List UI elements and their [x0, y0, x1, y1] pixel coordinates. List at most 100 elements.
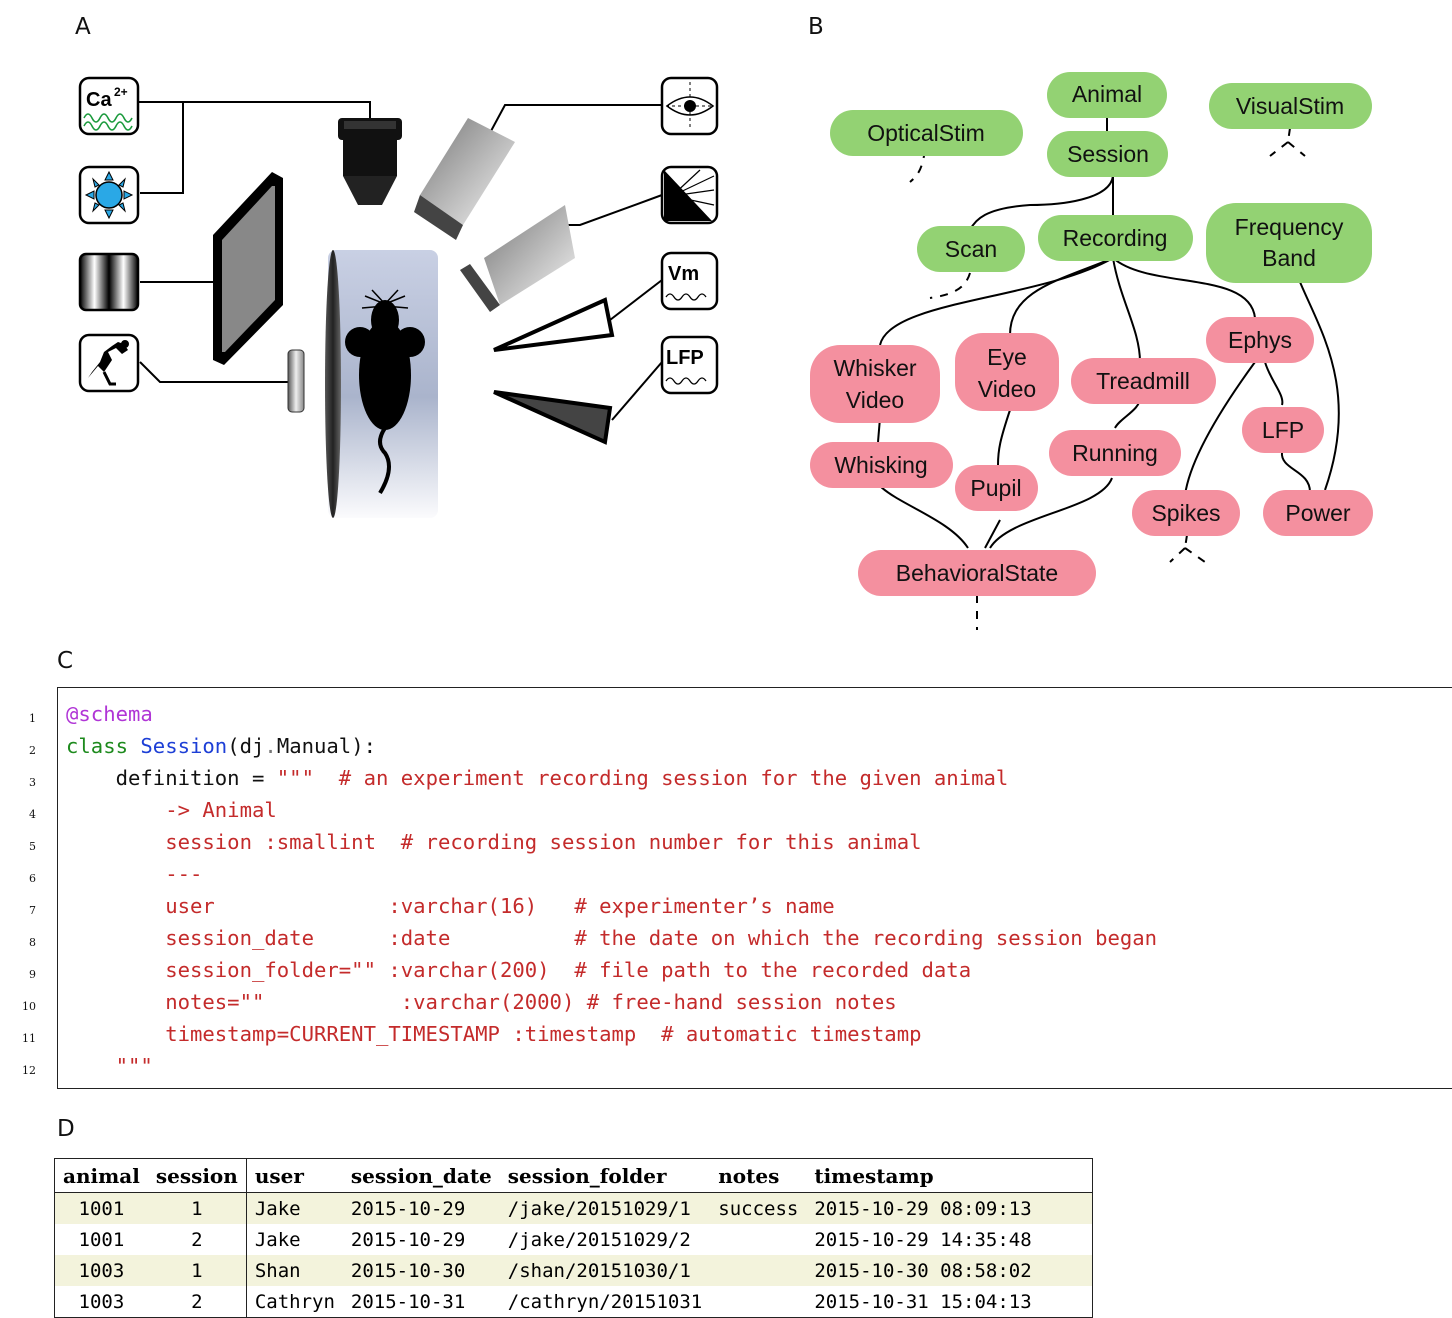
node-lfp: LFP	[1242, 407, 1324, 453]
table-cell: 2015-10-29	[350, 1228, 466, 1251]
table-row: 1001 1 Jake 2015-10-29 /jake/20151029/1 …	[53, 1192, 1094, 1224]
svg-text:Video: Video	[846, 387, 904, 413]
stimulus-monitor	[213, 172, 283, 365]
node-whisking: Whisking	[810, 442, 953, 488]
svg-text:Pupil: Pupil	[970, 475, 1021, 501]
table-cell: 1	[147, 1255, 247, 1286]
line-number: 6	[29, 872, 36, 885]
table-cell: Cathryn	[245, 1286, 343, 1318]
svg-text:Running: Running	[1072, 440, 1158, 466]
line-number: 9	[29, 968, 36, 981]
whisker-camera	[460, 205, 575, 312]
column-header: animal	[53, 1158, 148, 1193]
table-cell: 2	[191, 1228, 203, 1251]
diagram-edges	[877, 115, 1340, 549]
node-behavioral-state: BehavioralState	[858, 550, 1096, 596]
code-line: 7 user :varchar(16) # experimenter’s nam…	[0, 890, 1452, 922]
code-line: 12 """	[0, 1050, 1452, 1082]
node-pupil: Pupil	[955, 465, 1038, 511]
table-cell	[710, 1286, 807, 1318]
table-cell	[710, 1255, 807, 1286]
svg-text:Whisker: Whisker	[833, 355, 916, 381]
calcium-icon-sup: 2+	[114, 85, 128, 99]
lfp-recording-icon: LFP	[660, 335, 719, 395]
table-cell: 2015-10-29 08:09:13	[806, 1192, 1094, 1224]
line-number: 5	[29, 840, 36, 853]
node-animal: Animal	[1047, 72, 1167, 118]
table-cell: 1003	[53, 1286, 148, 1318]
svg-text:OpticalStim: OpticalStim	[867, 120, 985, 146]
panel-label-b: B	[808, 14, 824, 40]
svg-text:Scan: Scan	[945, 236, 997, 262]
svg-text:Recording: Recording	[1063, 225, 1168, 251]
table-cell: /jake/20151029/1	[499, 1192, 711, 1224]
table-header-row: animal session user session_date session…	[53, 1158, 1094, 1193]
base-class-b: Manual):	[276, 734, 377, 758]
line-number: 11	[22, 1032, 36, 1045]
table-cell: 2015-10-30 08:58:02	[806, 1255, 1094, 1286]
code-text: session_date :date # the date on which t…	[66, 926, 1158, 950]
table-row: 1001 2 Jake 2015-10-29 /jake/20151029/2 …	[53, 1224, 1094, 1255]
code-text: session_folder="" :varchar(200) # file p…	[66, 958, 972, 982]
svg-text:Ephys: Ephys	[1228, 327, 1292, 353]
definition-string-start: """ # an experiment recording session fo…	[276, 766, 1009, 790]
node-spikes: Spikes	[1132, 490, 1240, 536]
table-row: 1003 1 Shan 2015-10-30 /shan/20151030/1 …	[53, 1255, 1094, 1286]
code-line: 8 session_date :date # the date on which…	[0, 922, 1452, 954]
mouse-silhouette	[345, 289, 425, 495]
panel-a-setup-illustration: Ca 2+	[78, 76, 719, 518]
code-line: 3 definition = """ # an experiment recor…	[0, 762, 1452, 794]
eye-tracking-icon	[660, 76, 719, 136]
table-cell: 2015-10-31	[342, 1286, 500, 1318]
code-line: 6 ---	[0, 858, 1452, 890]
column-header: user	[245, 1158, 343, 1193]
table-cell: 2015-10-29 14:35:48	[806, 1224, 1094, 1255]
svg-text:Frequency: Frequency	[1235, 214, 1344, 240]
svg-text:Power: Power	[1285, 500, 1351, 526]
table-cell: 2015-10-30	[342, 1255, 500, 1286]
patch-electrode	[493, 297, 615, 352]
base-class-a: (dj	[227, 734, 265, 758]
air-puff-device	[287, 349, 305, 413]
table-row: 1003 2 Cathryn 2015-10-31 /cathryn/20151…	[53, 1286, 1094, 1318]
svg-text:BehavioralState: BehavioralState	[896, 560, 1058, 586]
dot-operator: .	[264, 734, 277, 758]
node-ephys: Ephys	[1206, 317, 1314, 363]
code-listing: 1 @schema 2 class Session(dj.Manual): 3 …	[0, 698, 1452, 1088]
svg-text:VisualStim: VisualStim	[1236, 93, 1344, 119]
membrane-potential-icon: Vm	[660, 251, 719, 311]
column-header: notes	[710, 1158, 807, 1193]
table-cell: 2	[147, 1286, 247, 1318]
svg-text:Animal: Animal	[1072, 81, 1142, 107]
line-number: 8	[29, 936, 36, 949]
visual-grating-icon	[78, 252, 140, 312]
eye-camera	[414, 118, 515, 240]
node-visual-stim: VisualStim	[1209, 83, 1372, 129]
column-header: session	[147, 1158, 247, 1193]
table-cell: 1003	[53, 1255, 148, 1286]
table-cell: success	[710, 1192, 807, 1224]
node-frequency-band: Frequency Band	[1206, 203, 1372, 283]
panel-label-c: C	[57, 648, 74, 674]
line-number: 4	[29, 808, 36, 821]
line-number: 2	[29, 744, 36, 757]
svg-text:Treadmill: Treadmill	[1096, 368, 1190, 394]
column-header: session_folder	[499, 1158, 711, 1193]
node-running: Running	[1049, 430, 1181, 476]
lfp-icon-label: LFP	[666, 347, 704, 369]
node-recording: Recording	[1038, 215, 1193, 261]
table-cell: /cathryn/20151031	[499, 1286, 711, 1318]
calcium-icon-label: Ca	[86, 89, 112, 111]
code-text: timestamp=CURRENT_TIMESTAMP :timestamp #…	[66, 1022, 922, 1046]
panel-label-d: D	[57, 1116, 75, 1142]
diagram-dashed-edges	[909, 127, 1306, 630]
code-line: 9 session_folder="" :varchar(200) # file…	[0, 954, 1452, 986]
panel-label-a: A	[75, 14, 91, 40]
node-optical-stim: OpticalStim	[830, 110, 1023, 156]
table-cell: /shan/20151030/1	[499, 1255, 711, 1286]
svg-text:Band: Band	[1262, 245, 1316, 271]
node-eye-video: Eye Video	[955, 333, 1059, 411]
code-text: -> Animal	[66, 798, 277, 822]
table-cell: Shan	[245, 1255, 343, 1286]
code-line: 5 session :smallint # recording session …	[0, 826, 1452, 858]
